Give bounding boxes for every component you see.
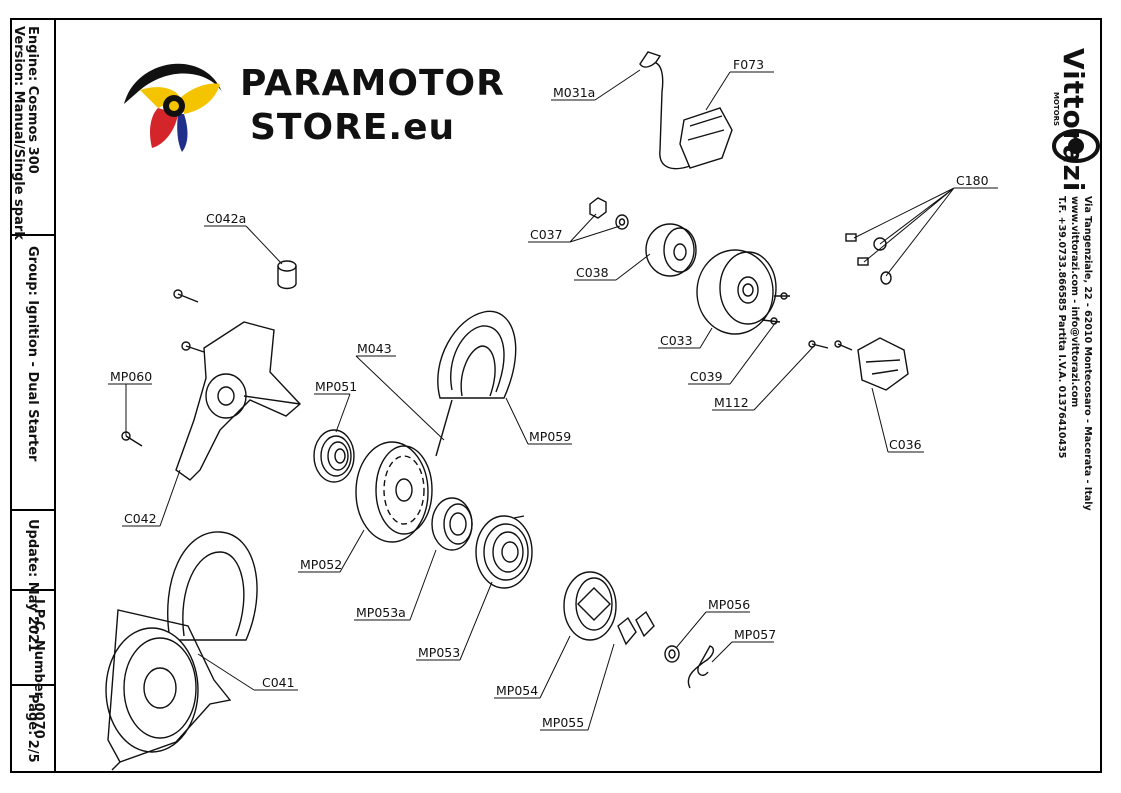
label-c041: C041 — [262, 675, 295, 690]
part-c042-bracket — [175, 321, 302, 481]
label-m043: M043 — [357, 341, 392, 356]
part-mp052-pulley — [355, 441, 433, 543]
label-mp060: MP060 — [110, 369, 152, 384]
label-c042a: C042a — [206, 211, 246, 226]
part-mp054-pawl-plate — [563, 571, 617, 641]
drawing-sheet-border — [10, 18, 1102, 773]
label-m031a: M031a — [553, 85, 595, 100]
part-mp053-recoil-spring — [475, 515, 533, 589]
label-c037: C037 — [530, 227, 563, 242]
part-c036-pickup — [857, 337, 909, 391]
logo-hub-center — [169, 101, 179, 111]
store-logo-line1: PARAMOTOR — [240, 63, 505, 104]
part-m112-bolts — [808, 340, 853, 351]
part-f073-ignition-coil — [639, 51, 733, 170]
part-mp060-bolt — [121, 289, 205, 447]
label-c036: C036 — [889, 437, 922, 452]
label-mp057: MP057 — [734, 627, 776, 642]
part-mp055-pawls — [617, 610, 655, 646]
part-mp053a-bearing — [431, 497, 473, 551]
label-mp054: MP054 — [496, 683, 538, 698]
label-c042: C042 — [124, 511, 157, 526]
part-mp056-washer — [664, 645, 680, 663]
paramotor-store-logo-mark — [124, 63, 222, 152]
part-mp059-handle — [435, 310, 517, 457]
label-f073: F073 — [733, 57, 764, 72]
logo-yellow-blade — [140, 87, 180, 108]
vittorazi-logo-mark — [1052, 129, 1100, 163]
label-c039: C039 — [690, 369, 723, 384]
part-c033-flywheel — [696, 249, 777, 335]
title-block-engine-cell: Engine: Cosmos 300 Version: Manual/Singl… — [10, 18, 54, 240]
label-mp056: MP056 — [708, 597, 750, 612]
logo-yellow-blade-right — [180, 83, 220, 114]
label-m112: M112 — [714, 395, 749, 410]
label-c180: C180 — [956, 173, 989, 188]
label-mp053a: MP053a — [356, 605, 406, 620]
label-mp055: MP055 — [542, 715, 584, 730]
title-block: Engine: Cosmos 300 Version: Manual/Singl… — [10, 18, 56, 773]
part-c037-nut-washer — [589, 197, 629, 230]
label-mp053: MP053 — [418, 645, 460, 660]
leader-lines — [108, 69, 998, 731]
logo-red-blade — [150, 108, 178, 148]
label-mp051: MP051 — [315, 379, 357, 394]
part-label-group: M031a F073 C180 C037 C038 C033 C039 M112… — [110, 57, 989, 730]
logo-black-arc — [124, 63, 222, 104]
part-mp057-clip — [687, 645, 715, 689]
title-block-ipc-cell: I.P.C. Number 0070 — [10, 591, 54, 739]
logo-blue-blade — [177, 114, 188, 152]
label-mp059: MP059 — [529, 429, 571, 444]
title-block-update-cell: Update: May 2021 — [10, 511, 54, 652]
store-logo-line2: STORE.eu — [250, 107, 456, 148]
part-c042a-bushing — [277, 260, 297, 290]
label-mp052: MP052 — [300, 557, 342, 572]
part-mp051-spring — [313, 429, 355, 483]
label-c033: C033 — [660, 333, 693, 348]
part-c180-clamps — [845, 233, 892, 285]
part-c038-pulley-hub — [645, 223, 697, 277]
label-c038: C038 — [576, 265, 609, 280]
title-block-group-cell: Group: Ignition - Dual Starter — [10, 236, 54, 511]
part-c041-assembly — [105, 531, 258, 771]
